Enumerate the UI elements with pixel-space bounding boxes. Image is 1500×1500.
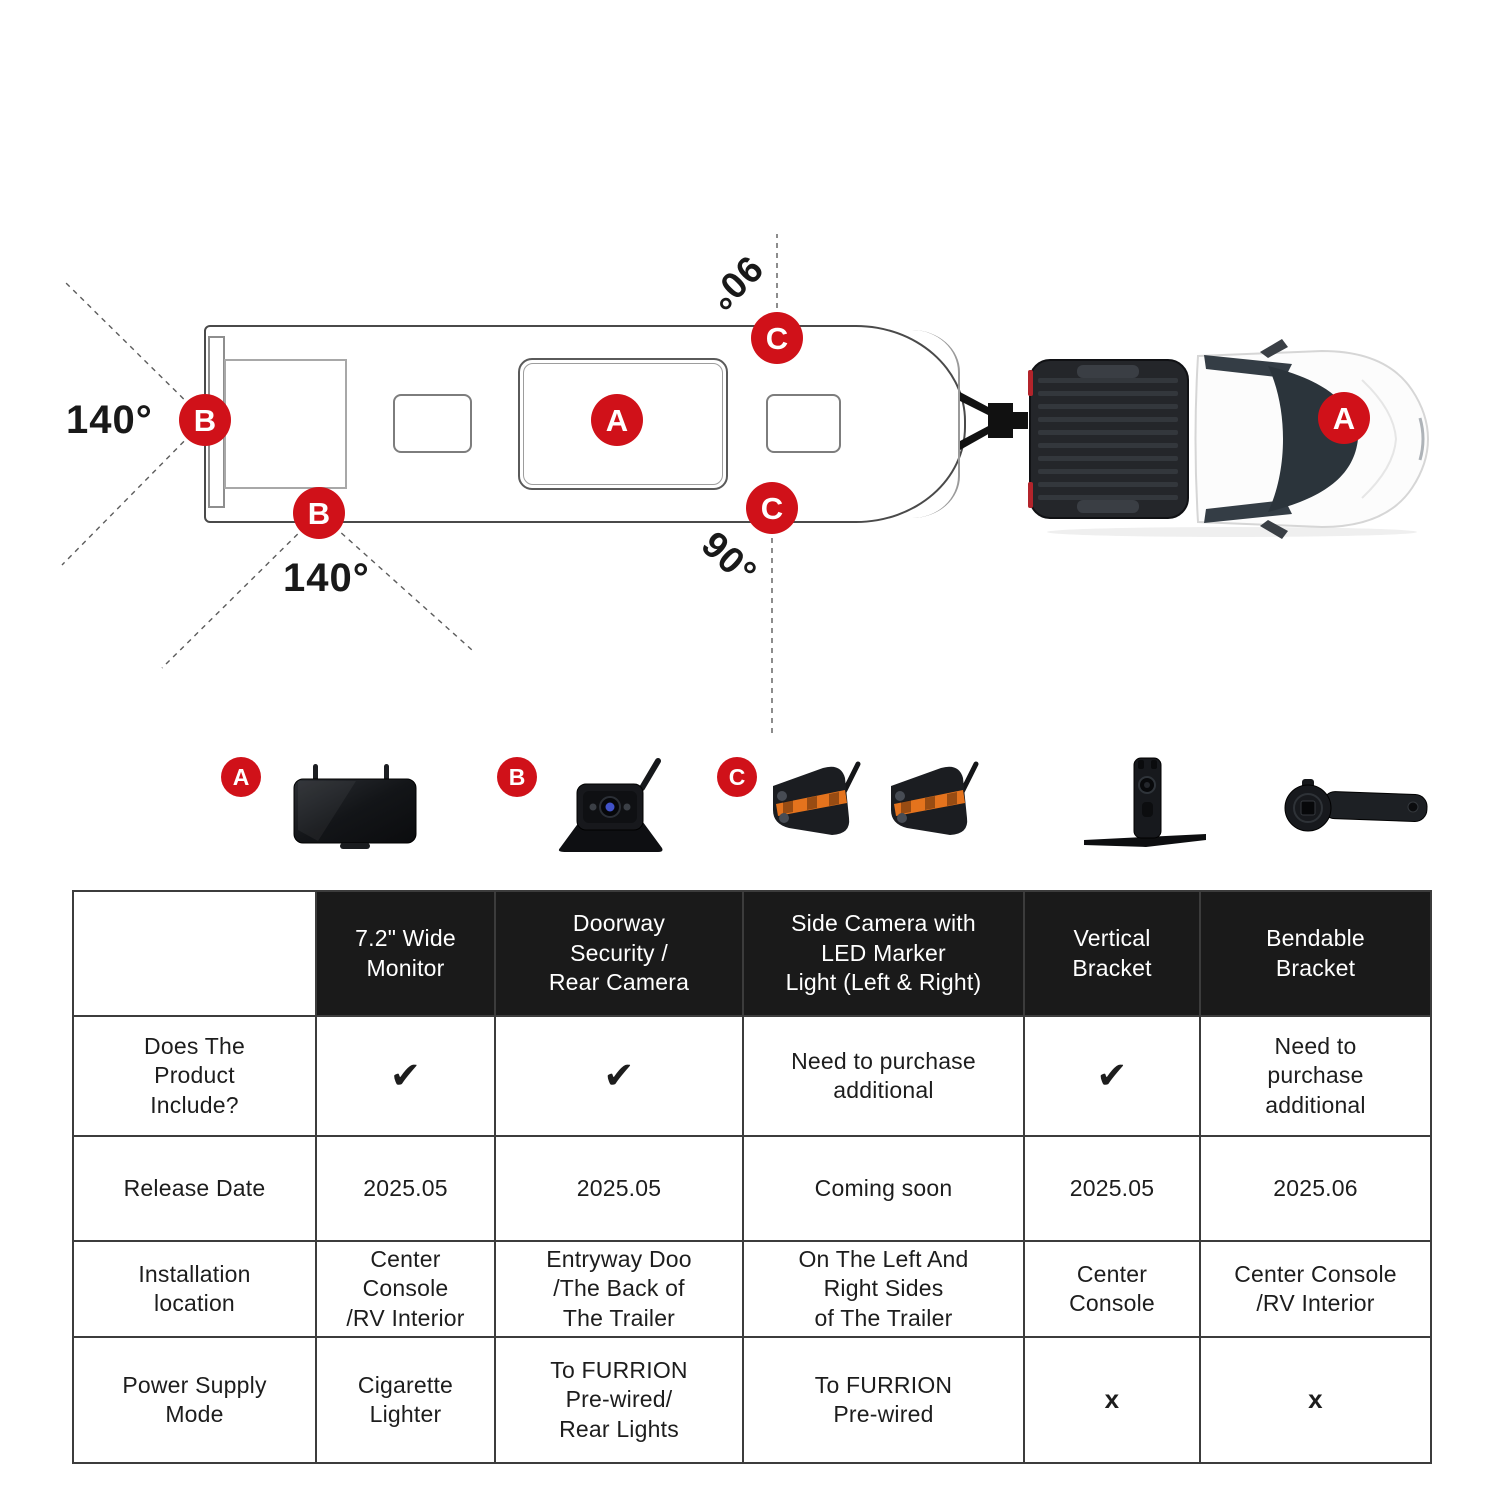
- cell-include-bendable: Need to purchase additional: [1201, 1017, 1430, 1135]
- cell-release-side: Coming soon: [744, 1137, 1023, 1240]
- trailer-roof-hatch-right: [766, 394, 841, 453]
- marker-a-letter: A: [1332, 400, 1356, 436]
- cell-include-monitor: ✔: [317, 1017, 494, 1135]
- legend-badge-a: A: [221, 757, 261, 797]
- marker-c-letter: C: [765, 320, 789, 356]
- row-label-include: Does The Product Include?: [74, 1017, 315, 1135]
- wide-monitor-icon: [293, 764, 417, 849]
- cell-power-vertical: x: [1025, 1338, 1199, 1462]
- legend-a-letter: A: [232, 763, 250, 790]
- marker-b-doorway: B: [293, 487, 345, 539]
- trailer-center-compartment: [518, 358, 728, 490]
- trailer-interior-room: [224, 359, 347, 489]
- angle-label-140-bottom: 140°: [283, 556, 370, 600]
- bendable-bracket-icon: [1284, 779, 1428, 832]
- cell-include-doorway: ✔: [496, 1017, 742, 1135]
- cell-power-monitor: Cigarette Lighter: [317, 1338, 494, 1462]
- cell-release-doorway: 2025.05: [496, 1137, 742, 1240]
- cell-install-monitor: Center Console /RV Interior: [317, 1242, 494, 1336]
- col-header-vertical-bracket: Vertical Bracket: [1025, 892, 1199, 1015]
- col-header-monitor: 7.2" Wide Monitor: [317, 892, 494, 1015]
- cell-install-doorway: Entryway Doo /The Back of The Trailer: [496, 1242, 742, 1336]
- marker-c-letter: C: [760, 490, 784, 526]
- col-header-doorway-camera: Doorway Security / Rear Camera: [496, 892, 742, 1015]
- marker-a-letter: A: [605, 402, 629, 438]
- legend-badge-b: B: [497, 757, 537, 797]
- marker-b-letter: B: [193, 402, 217, 438]
- cell-install-side: On The Left And Right Sides of The Trail…: [744, 1242, 1023, 1336]
- comparison-table: 7.2" Wide Monitor Doorway Security / Rea…: [72, 890, 1432, 1464]
- cell-release-monitor: 2025.05: [317, 1137, 494, 1240]
- truck-top-view: [1028, 339, 1430, 539]
- trailer-center-compartment-inner: [523, 363, 723, 485]
- marker-a-trailer: A: [591, 394, 643, 446]
- marker-b-letter: B: [307, 495, 331, 531]
- cell-install-bendable: Center Console /RV Interior: [1201, 1242, 1430, 1336]
- side-cameras-pair-icon: [773, 761, 1003, 850]
- doorway-rear-camera-icon: [558, 758, 663, 852]
- cell-install-vertical: Center Console: [1025, 1242, 1199, 1336]
- trailer-front-inner-line: [912, 330, 960, 518]
- cell-power-side: To FURRION Pre-wired: [744, 1338, 1023, 1462]
- col-header-side-camera: Side Camera with LED Marker Light (Left …: [744, 892, 1023, 1015]
- marker-b-rear: B: [179, 394, 231, 446]
- angle-label-90-bottom: 90°: [693, 523, 765, 594]
- col-header-bendable-bracket: Bendable Bracket: [1201, 892, 1430, 1015]
- angle-label-90-top: 90°: [700, 248, 771, 319]
- legend-b-letter: B: [508, 763, 526, 790]
- table-corner-cell: [74, 892, 315, 1015]
- row-label-power-supply: Power Supply Mode: [74, 1338, 315, 1462]
- cell-include-vertical: ✔: [1025, 1017, 1199, 1135]
- cell-include-side: Need to purchase additional: [744, 1017, 1023, 1135]
- legend-badge-c: C: [717, 757, 757, 797]
- cell-release-bendable: 2025.06: [1201, 1137, 1430, 1240]
- trailer-roof-hatch-left: [393, 394, 472, 453]
- cell-power-bendable: x: [1201, 1338, 1430, 1462]
- cell-power-doorway: To FURRION Pre-wired/ Rear Lights: [496, 1338, 742, 1462]
- cell-release-vertical: 2025.05: [1025, 1137, 1199, 1240]
- row-label-release-date: Release Date: [74, 1137, 315, 1240]
- vertical-bracket-icon: [1084, 757, 1206, 847]
- angle-label-140-left: 140°: [66, 398, 153, 442]
- marker-a-truck: A: [1318, 392, 1370, 444]
- legend-c-letter: C: [728, 763, 746, 790]
- marker-c-side-top: C: [751, 312, 803, 364]
- truck-bed: [1029, 359, 1189, 519]
- row-label-installation: Installation location: [74, 1242, 315, 1336]
- hitch-coupler-icon: [960, 392, 1028, 450]
- marker-c-side-bottom: C: [746, 482, 798, 534]
